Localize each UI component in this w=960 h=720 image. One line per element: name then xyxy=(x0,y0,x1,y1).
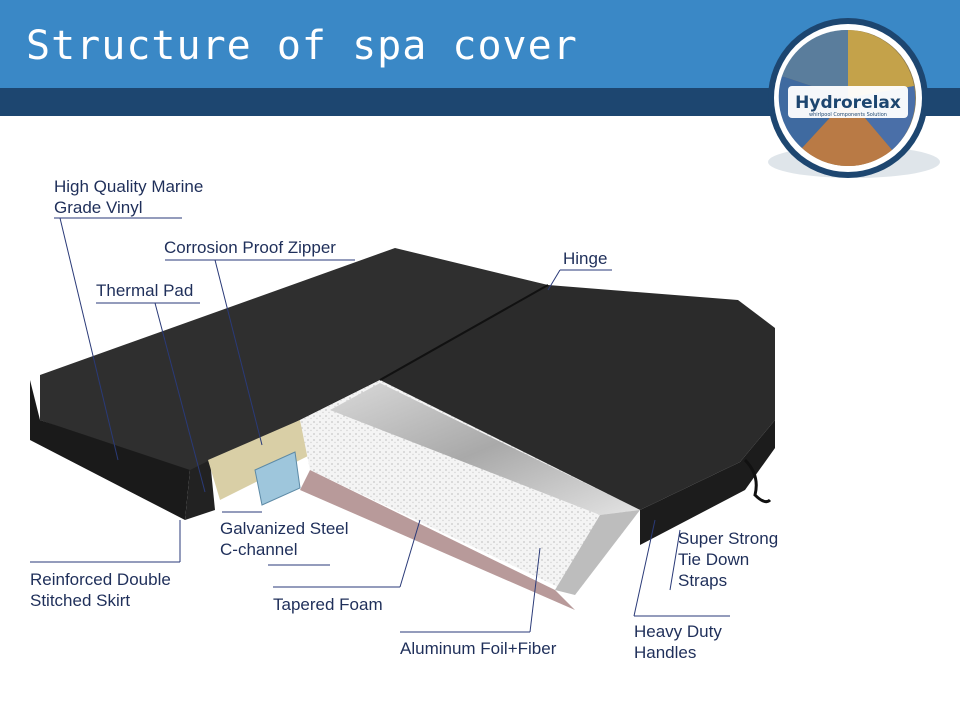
label-foil: Aluminum Foil+Fiber xyxy=(400,639,557,658)
tie-down-strap xyxy=(743,458,772,504)
tapered-foam-core xyxy=(300,380,640,595)
logo-tagline-text: whirlpool Components Solution xyxy=(809,112,887,118)
hydrorelax-logo: Hydrorelax whirlpool Components Solution xyxy=(768,18,940,178)
leader-zipper xyxy=(214,259,263,446)
label-zipper: Corrosion Proof Zipper xyxy=(164,238,336,257)
leader-hinge xyxy=(547,269,561,291)
thermal-pad-strip xyxy=(208,420,310,500)
cover-right-top xyxy=(380,285,775,510)
label-skirt-line1: Reinforced Double xyxy=(30,570,171,589)
cover-left-top xyxy=(40,248,548,470)
label-handles: Heavy Duty Handles xyxy=(634,621,722,663)
label-handles-line1: Heavy Duty xyxy=(634,622,722,641)
label-c-channel-line1: Galvanized Steel xyxy=(220,519,349,538)
leader-handles xyxy=(633,519,656,617)
label-c-channel: Galvanized Steel C-channel xyxy=(220,518,349,560)
label-tie-down-line2: Tie Down xyxy=(678,550,750,569)
cover-left-edge xyxy=(185,460,215,520)
label-handles-line2: Handles xyxy=(634,643,697,662)
label-tie-down-line1: Super Strong xyxy=(678,529,779,548)
cover-left-skirt xyxy=(30,380,190,520)
foil-side-surface xyxy=(555,510,640,595)
label-tapered-foam: Tapered Foam xyxy=(273,595,383,614)
label-marine-vinyl-line2: Grade Vinyl xyxy=(54,198,143,217)
page-title: Structure of spa cover xyxy=(26,23,578,69)
label-skirt: Reinforced Double Stitched Skirt xyxy=(30,569,171,611)
logo-brand-text: Hydrorelax xyxy=(795,93,901,113)
leader-tie-down xyxy=(669,529,681,591)
label-c-channel-line2: C-channel xyxy=(220,540,298,559)
leader-thermal xyxy=(154,302,206,493)
label-marine-vinyl-line1: High Quality Marine xyxy=(54,177,204,196)
foil-top-surface xyxy=(330,383,640,515)
cover-bottom-liner xyxy=(300,470,575,610)
leader-foam xyxy=(399,519,421,588)
label-skirt-line2: Stitched Skirt xyxy=(30,591,131,610)
leader-foil xyxy=(529,547,541,633)
label-marine-vinyl: High Quality Marine Grade Vinyl xyxy=(54,176,203,218)
c-channel-shape xyxy=(254,451,301,506)
label-thermal-pad: Thermal Pad xyxy=(96,281,194,300)
label-tie-down: Super Strong Tie Down Straps xyxy=(678,528,778,591)
label-hinge: Hinge xyxy=(563,249,608,268)
cover-right-side xyxy=(640,420,775,545)
leader-vinyl xyxy=(59,217,119,461)
label-tie-down-line3: Straps xyxy=(678,571,728,590)
